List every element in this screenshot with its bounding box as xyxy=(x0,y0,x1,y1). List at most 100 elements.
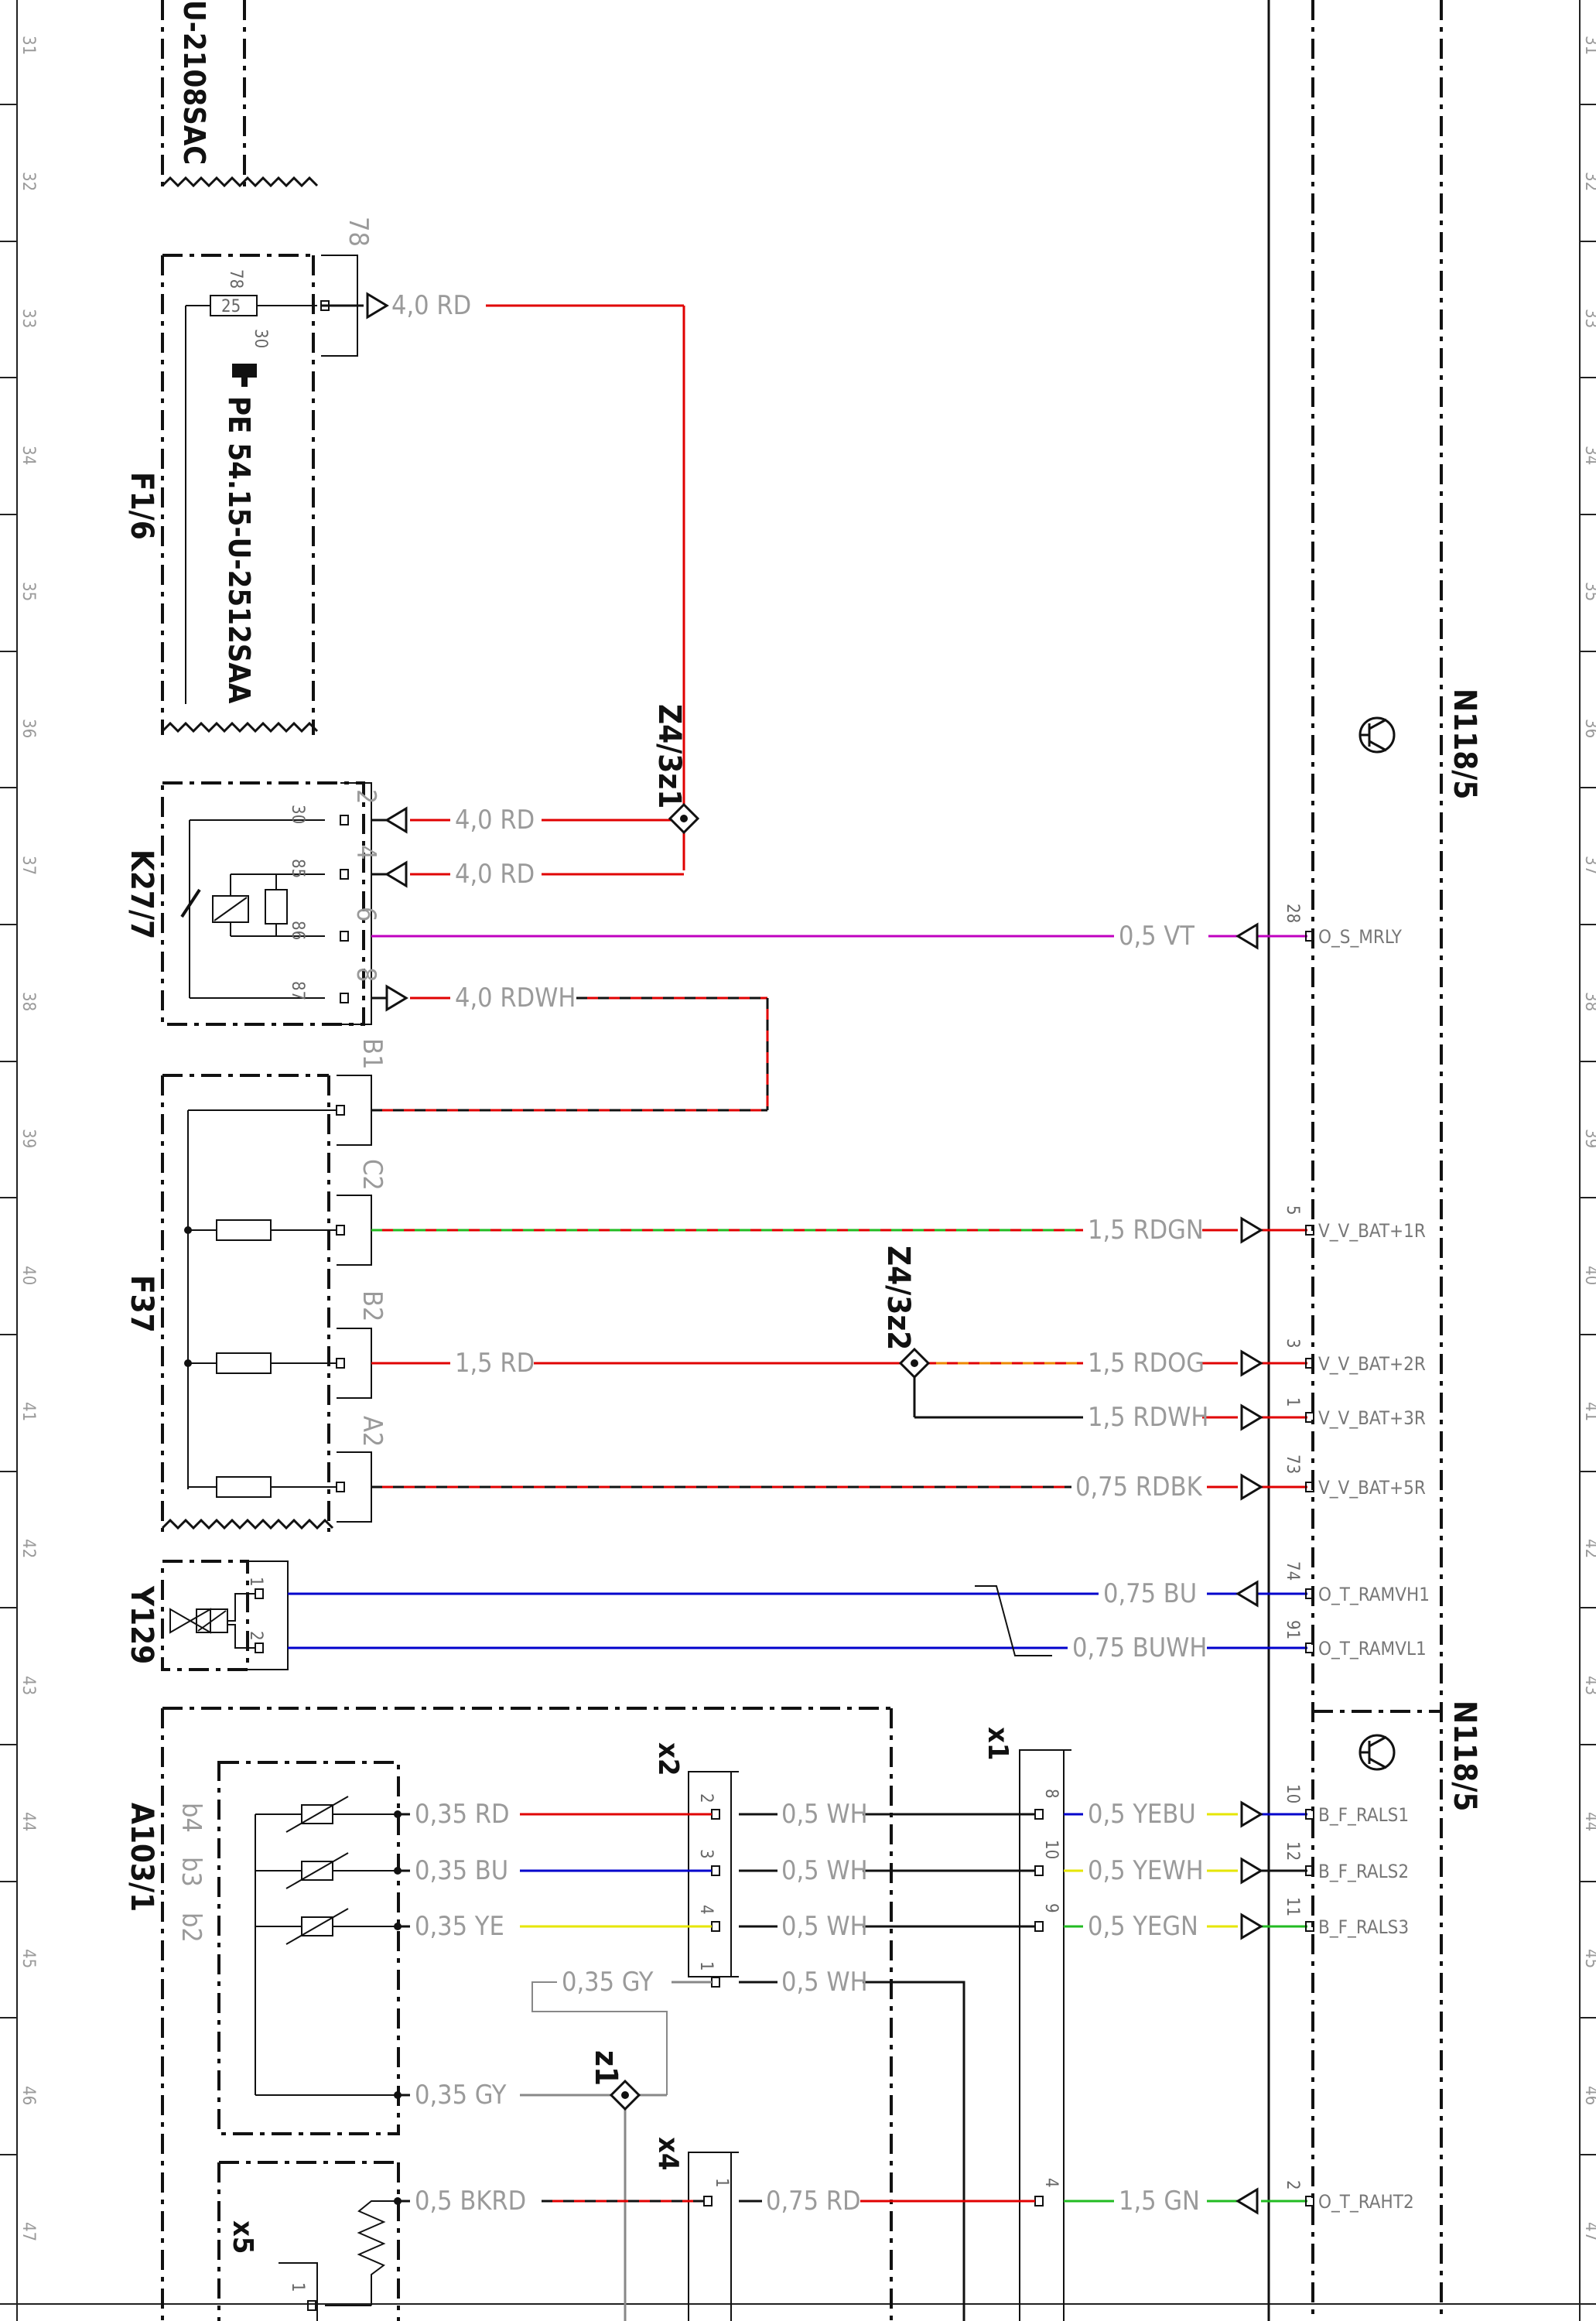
x2-label: x2 xyxy=(652,1742,684,1776)
row-number: 37 xyxy=(19,856,38,875)
ecu-pin: 1 xyxy=(1283,1397,1302,1407)
k27-connector-pin: 6 xyxy=(350,907,381,921)
row-number: 40 xyxy=(1581,1266,1596,1285)
x1-pin: 8 xyxy=(1041,1789,1061,1799)
wire-label: 0,5 WH xyxy=(781,1911,868,1942)
thermistor-icon xyxy=(285,1796,349,1945)
f37-block: F37 xyxy=(124,1074,337,1532)
wire-label: 0,5 WH xyxy=(781,1799,868,1830)
a103-label: A103/1 xyxy=(124,1803,159,1912)
relay-pin: 86 xyxy=(288,921,307,940)
row-number: 32 xyxy=(19,172,38,191)
wire-label: 0,35 RD xyxy=(415,1799,510,1830)
wires xyxy=(288,304,1307,2321)
wire-label: 0,5 VT xyxy=(1119,921,1194,952)
wire-label: 1,5 RD xyxy=(455,1348,535,1379)
fuse-icon xyxy=(216,1352,272,1374)
wire-label: 0,75 RD xyxy=(766,2186,861,2217)
fuse-rating: 25 xyxy=(221,297,241,316)
x1-pin: 4 xyxy=(1041,2178,1061,2188)
row-number: 45 xyxy=(1581,1949,1596,1968)
wire-label: 0,35 GY xyxy=(415,2080,507,2111)
wire-label: 0,5 WH xyxy=(781,1855,868,1886)
signal-name: V_V_BAT+5R xyxy=(1318,1477,1426,1499)
x5-label: x5 xyxy=(227,2220,258,2254)
connector-x1 xyxy=(1019,1749,1071,2321)
f37-connector-pin: C2 xyxy=(357,1159,388,1191)
relay-pin: 85 xyxy=(288,859,307,878)
row-number: 42 xyxy=(1581,1539,1596,1558)
fuse-pin-out: 30 xyxy=(251,329,270,348)
row-ticks xyxy=(0,104,1596,2155)
relay-pin: 30 xyxy=(288,805,307,824)
row-number: 35 xyxy=(1581,582,1596,601)
row-number: 41 xyxy=(1581,1402,1596,1421)
connector-x2 xyxy=(688,1771,739,1988)
break-line xyxy=(161,176,319,188)
row-number: 32 xyxy=(1581,172,1596,191)
signal-name: B_F_RALS1 xyxy=(1318,1804,1409,1826)
wire-labels: 4,0 RD 4,0 RD 4,0 RD 0,5 VT 4,0 RDWH 1,5… xyxy=(391,290,1208,2217)
row-number: 36 xyxy=(1581,719,1596,738)
wire-label: 0,35 BU xyxy=(415,1855,508,1886)
ecu-pin: 73 xyxy=(1283,1454,1302,1474)
valve-pin: 1 xyxy=(246,1577,265,1587)
y129-connector xyxy=(248,1560,289,1670)
f1-part-number: PE 54.15-U-2512SAA xyxy=(222,396,256,704)
relay-part-number: U-2108SAC xyxy=(177,0,211,165)
wire-label: 4,0 RD xyxy=(391,290,471,321)
row-number: 38 xyxy=(1581,992,1596,1011)
k27-connector xyxy=(340,782,372,1025)
splice-z4-3z1-label: Z4/3z1 xyxy=(651,704,687,808)
f37-connector-pin: B1 xyxy=(357,1038,388,1069)
signal-name: V_V_BAT+2R xyxy=(1318,1353,1426,1375)
row-number: 47 xyxy=(19,2222,38,2241)
fuse-icon xyxy=(210,295,258,316)
row-number: 35 xyxy=(19,582,38,601)
ecu-pin: 2 xyxy=(1283,2180,1302,2190)
wire-label: 4,0 RDWH xyxy=(455,983,576,1014)
row-number: 46 xyxy=(19,2086,38,2105)
ecu-pin: 11 xyxy=(1283,1897,1302,1916)
heater-icon xyxy=(357,2200,398,2306)
signal-name: V_V_BAT+1R xyxy=(1318,1220,1426,1242)
relay-stub-top xyxy=(161,0,246,190)
wire-label: 0,5 YEWH xyxy=(1088,1855,1204,1886)
ecu-rails xyxy=(1267,0,1443,2321)
wire-label: 0,75 RDBK xyxy=(1075,1472,1203,1502)
x4-label: x4 xyxy=(652,2137,684,2170)
x4-pin: 1 xyxy=(712,2178,731,2188)
wire-label: 0,35 YE xyxy=(415,1911,504,1942)
wire-label: 0,5 BKRD xyxy=(415,2186,526,2217)
ecu-label-top: N118/5 xyxy=(1447,689,1482,799)
wire-label: 1,5 RDOG xyxy=(1088,1348,1205,1379)
wire-label: 0,5 YEGN xyxy=(1088,1911,1198,1942)
fuse-icon xyxy=(216,1219,272,1241)
signal-name: O_S_MRLY xyxy=(1318,926,1403,948)
ecu-pin: 3 xyxy=(1283,1338,1302,1349)
splice-z1 xyxy=(609,2079,641,2111)
sensor-sub-label: b2 xyxy=(176,1913,207,1943)
row-number: 42 xyxy=(19,1539,38,1558)
x5-pin: 1 xyxy=(288,2282,307,2292)
row-number: 40 xyxy=(19,1266,38,1285)
ecu-pin: 12 xyxy=(1283,1841,1302,1861)
wire-label: 1,5 GN xyxy=(1119,2186,1200,2217)
wire-label: 0,5 WH xyxy=(781,1967,868,1998)
k27-relay: 30 85 86 87 K27/7 xyxy=(124,781,365,1026)
x2-pin: 1 xyxy=(696,1961,716,1971)
k27-connector-pin: 4 xyxy=(350,845,381,860)
valve-icon xyxy=(169,1608,193,1634)
relay-pin: 87 xyxy=(288,981,307,1000)
hand-pointer-icon xyxy=(232,364,257,387)
y129-valve: 1 2 Y129 xyxy=(124,1560,265,1671)
f37-connector-pin: A2 xyxy=(357,1416,388,1447)
ecu-pin-markers xyxy=(1305,931,1314,2206)
row-number: 45 xyxy=(19,1949,38,1968)
row-number: 46 xyxy=(1581,2086,1596,2105)
row-number: 43 xyxy=(1581,1676,1596,1695)
row-number: 44 xyxy=(1581,1812,1596,1831)
wire-label: 0,5 YEBU xyxy=(1088,1799,1196,1830)
row-number: 37 xyxy=(1581,856,1596,875)
